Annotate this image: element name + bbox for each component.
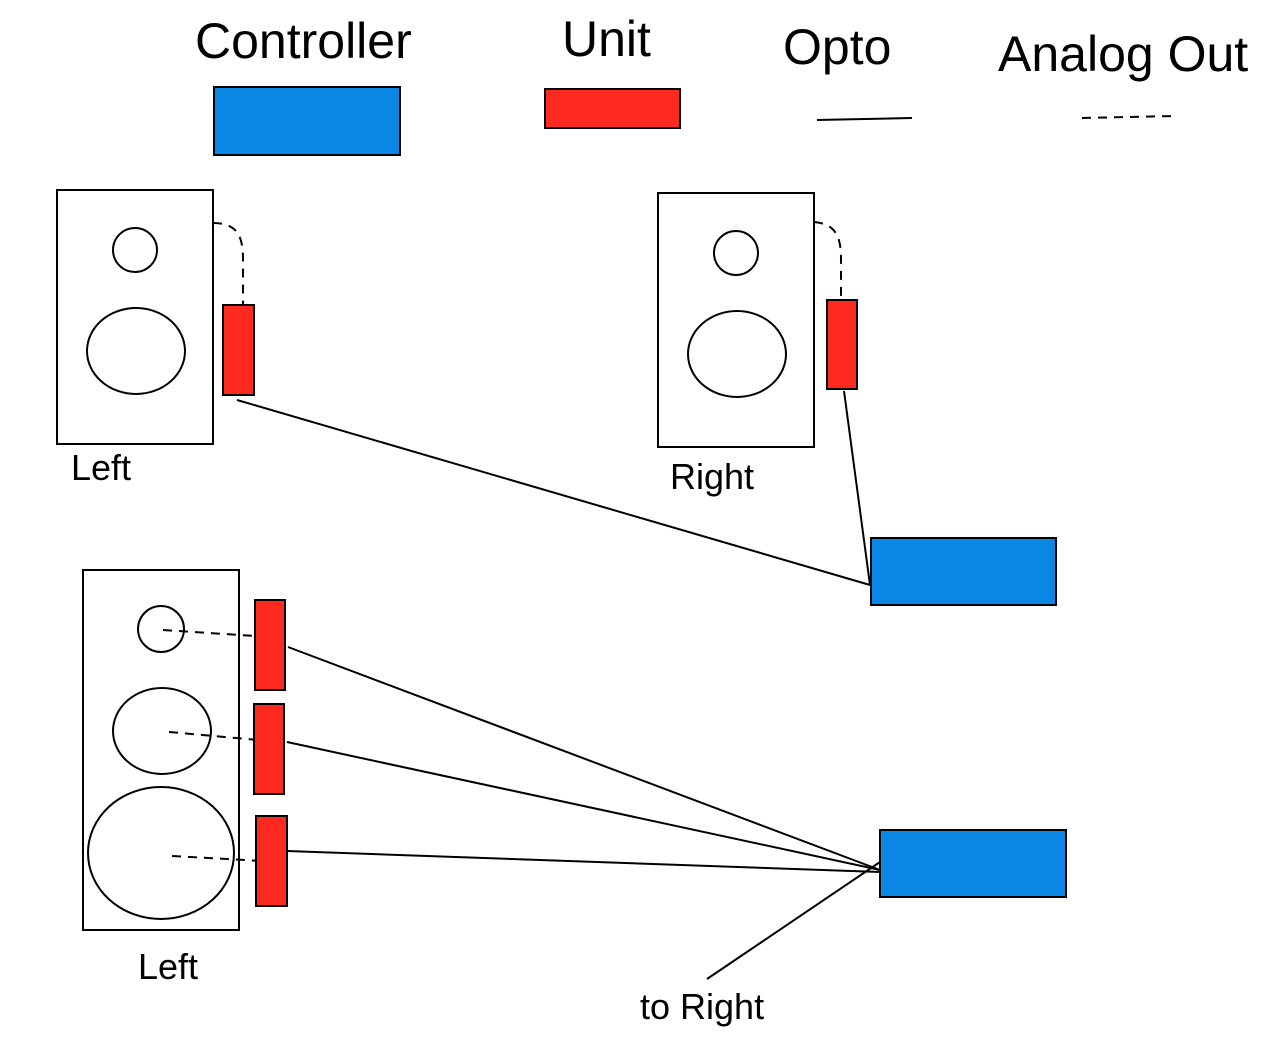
speaker-top-left: Left — [56, 189, 214, 488]
tweeter-driver — [137, 605, 185, 653]
unit-top-right — [826, 299, 858, 390]
unit-woofer — [255, 815, 288, 907]
speaker-label: Left — [138, 946, 198, 987]
opto-top-left-to-controller — [236, 399, 871, 586]
legend: Controller Unit Opto Analog Out — [195, 11, 1248, 156]
speaker-bottom-left: Left — [82, 569, 240, 987]
unit-top-left — [222, 304, 255, 396]
opto-woofer-to-controller — [286, 850, 881, 873]
unit-midrange — [253, 703, 285, 795]
woofer-driver — [86, 307, 186, 395]
woofer-driver — [687, 310, 787, 398]
to-right-label: to Right — [640, 986, 764, 1027]
analog-out-top-left — [212, 222, 244, 305]
legend-opto-line — [816, 117, 913, 121]
legend-opto-label: Opto — [783, 19, 891, 75]
analog-out-top-right — [813, 221, 842, 300]
opto-midrange-to-controller — [286, 741, 881, 871]
tweeter-driver — [112, 227, 158, 273]
opto-to-right-lead — [706, 861, 881, 980]
legend-controller-label: Controller — [195, 13, 412, 69]
legend-unit-swatch — [544, 88, 681, 129]
midrange-driver — [112, 687, 212, 775]
controller-bottom — [879, 829, 1067, 898]
controller-top — [870, 537, 1057, 606]
opto-top-right-to-controller — [843, 390, 871, 586]
opto-tweeter-to-controller — [287, 646, 881, 871]
tweeter-driver — [713, 230, 759, 276]
speaker-label: Left — [71, 447, 131, 488]
legend-analog-out-label: Analog Out — [998, 26, 1248, 82]
woofer-driver — [87, 786, 235, 920]
legend-controller-swatch — [213, 86, 401, 156]
legend-unit-label: Unit — [562, 11, 651, 67]
speaker-top-right: Right — [657, 192, 815, 497]
legend-analog-out-line — [1081, 115, 1176, 119]
unit-tweeter — [254, 599, 286, 691]
speaker-label: Right — [670, 456, 754, 497]
